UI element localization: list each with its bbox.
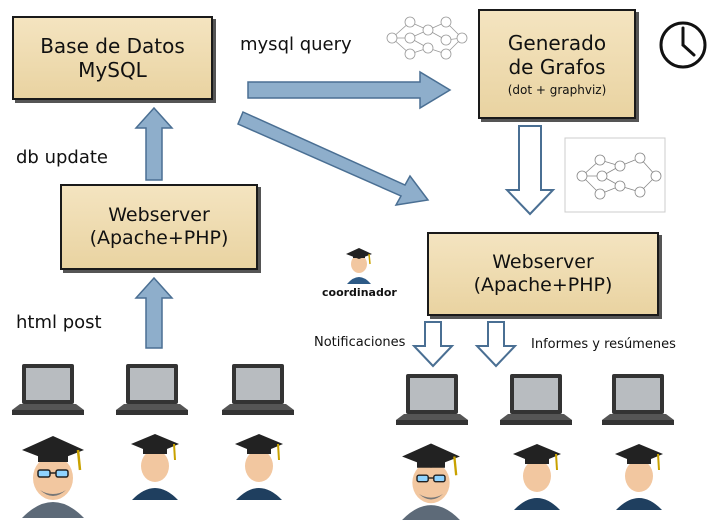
laptop-icon [116,364,188,415]
left-webserver-box: Webserver (Apache+PHP) [60,184,258,270]
right-server-line1: Webserver [492,251,594,274]
coordinator-graduate-icon [346,248,372,284]
right-server-line2: (Apache+PHP) [473,274,613,296]
graph-box-line1: Generado [507,30,607,55]
graph-to-webserver-arrow [504,125,556,216]
db-to-webserver-arrow [237,110,430,206]
student-graduate-icon [131,434,179,500]
mysql-query-arrow [247,70,452,110]
laptop-icon [222,364,294,415]
db-update-arrow [134,106,174,181]
db-update-label: db update [16,147,108,168]
right-webserver-box: Webserver (Apache+PHP) [427,232,659,316]
laptop-icon [500,374,572,425]
coordinador-label: coordinador [322,286,397,299]
student-graduate-icon [513,444,561,510]
informes-arrow [474,321,518,368]
student-graduate-icon [615,444,663,510]
laptop-icon [396,374,468,425]
student-graduate-icon [402,443,460,520]
graph-thumbnail-top [386,16,468,60]
student-graduate-icon [235,434,283,500]
graph-box-line3: (dot + graphviz) [507,82,607,97]
mysql-database-box: Base de Datos MySQL [12,16,213,100]
mysql-query-label: mysql query [240,34,352,55]
graph-box-line2: de Grafos [508,54,606,79]
left-server-line1: Webserver [108,204,210,227]
notificaciones-arrow [411,321,455,368]
student-graduate-icon [22,436,84,518]
html-post-arrow [134,276,174,349]
clock-icon [659,21,707,69]
db-box-line2: MySQL [78,58,147,82]
informes-label: Informes y resúmenes [531,337,676,352]
html-post-label: html post [16,312,102,333]
laptop-icon [12,364,84,415]
notificaciones-label: Notificaciones [314,335,406,350]
left-server-line2: (Apache+PHP) [89,227,229,249]
graph-generator-box: Generado de Grafos (dot + graphviz) [478,9,636,119]
laptop-icon [602,374,674,425]
graph-thumbnail-card [564,137,666,213]
db-box-line1: Base de Datos [40,34,185,58]
